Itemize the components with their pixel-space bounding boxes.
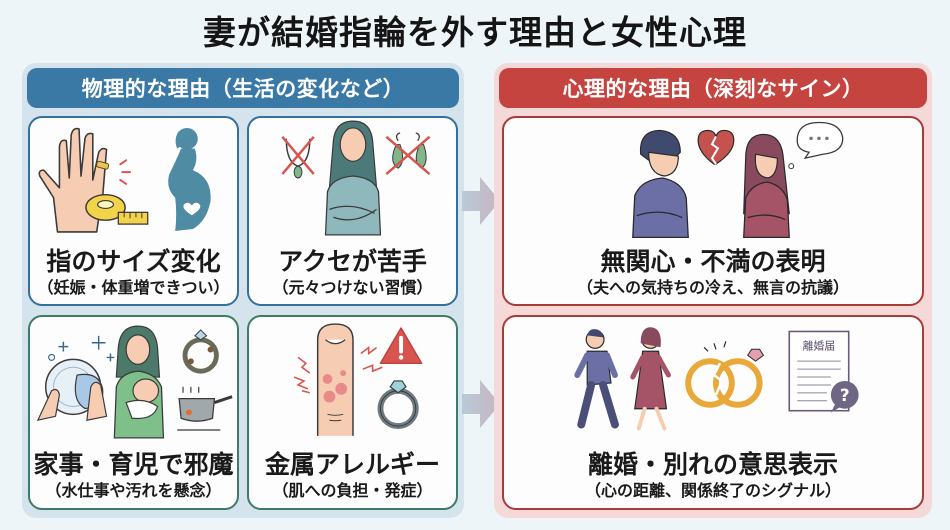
card-subtitle: （水仕事や汚れを懸念） — [45, 481, 222, 500]
arrow-right-icon — [462, 177, 500, 225]
card-subtitle: （夫への気持ちの冷え、無言の抗議） — [576, 278, 849, 297]
card-divorce-intent: 離婚届 ? 離婚・別れの意思表示 （心の距離、関係終了のシグナル） — [502, 315, 924, 510]
broken-rings-icon — [685, 341, 765, 408]
crossed-out-earrings-icon — [385, 132, 431, 176]
man-back-turned-icon — [632, 129, 689, 238]
card-subtitle: （心の距離、関係終了のシグナル） — [584, 481, 841, 500]
dirty-ring-icon — [182, 329, 219, 374]
walking-man-icon — [574, 329, 619, 429]
card-title: 離婚・別れの意思表示 — [587, 450, 838, 479]
card-title: 金属アレルギー — [264, 450, 440, 479]
psychological-reasons-panel: 心理的な理由（深刻なサイン） — [494, 63, 932, 518]
card-housework-childcare: 家事・育児で邪魔 （水仕事や汚れを懸念） — [28, 315, 239, 510]
divorce-form-label: 離婚届 — [803, 338, 836, 352]
finger-size-illustration — [38, 127, 211, 233]
physical-reasons-panel: 物理的な理由（生活の変化など） 指のサイズ変化 （妊娠・体重増できつ — [22, 63, 464, 518]
woman-arms-crossed-icon — [324, 120, 382, 236]
card-subtitle: （元々つけない習慣） — [272, 278, 433, 297]
washing-dishes-icon — [36, 335, 115, 422]
housework-illustration — [36, 325, 233, 439]
divorce-illustration: 離婚届 ? — [574, 327, 859, 431]
thought-bubble-icon — [788, 121, 844, 170]
card-finger-size-change: 指のサイズ変化 （妊娠・体重増できつい） — [28, 116, 239, 306]
card-title: 指のサイズ変化 — [46, 247, 221, 276]
frying-pan-icon — [177, 386, 233, 431]
page-title: 妻が結婚指輪を外す理由と女性心理 — [203, 13, 747, 52]
card-dislikes-accessories: アクセが苦手 （元々つけない習慣） — [247, 116, 458, 306]
pregnant-woman-icon — [168, 127, 211, 231]
card-subtitle: （肌への負担・発症） — [272, 481, 433, 500]
card-indifference-dissatisfaction: 無関心・不満の表明 （夫への気持ちの冷え、無言の抗議） — [502, 116, 924, 306]
broken-heart-icon — [697, 129, 735, 165]
warning-icon — [379, 327, 423, 365]
metal-allergy-illustration — [293, 323, 423, 436]
woman-back-turned-icon — [743, 133, 790, 238]
card-metal-allergy: 金属アレルギー （肌への負担・発症） — [247, 315, 458, 510]
ring-icon — [377, 380, 419, 430]
psychological-reasons-header: 心理的な理由（深刻なサイン） — [499, 68, 927, 108]
card-title: 家事・育児で邪魔 — [33, 450, 234, 479]
mother-holding-baby-icon — [113, 325, 165, 439]
measuring-tape-icon — [85, 193, 149, 225]
crossed-out-necklace-icon — [281, 136, 315, 179]
arrow-right-icon — [462, 380, 500, 428]
card-title: アクセが苦手 — [278, 247, 427, 276]
indifference-illustration — [632, 121, 844, 238]
accessories-illustration — [281, 120, 431, 236]
question-mark-icon: ? — [840, 385, 850, 405]
physical-reasons-header: 物理的な理由（生活の変化など） — [27, 68, 459, 108]
irritated-finger-icon — [293, 323, 383, 436]
card-title: 無関心・不満の表明 — [600, 247, 826, 276]
walking-woman-icon — [630, 327, 671, 431]
divorce-form-icon: 離婚届 ? — [788, 330, 859, 413]
card-subtitle: （妊娠・体重増できつい） — [37, 278, 230, 297]
